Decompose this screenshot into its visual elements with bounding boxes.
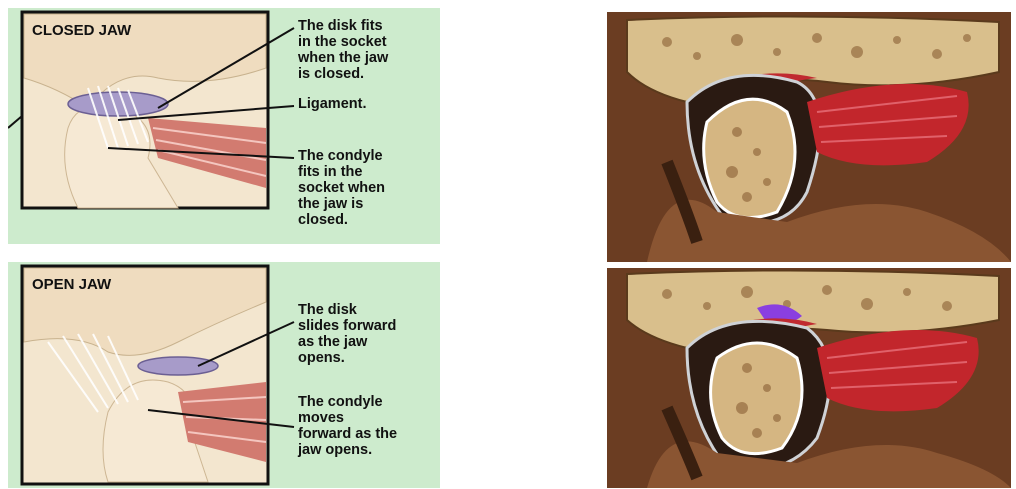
callout-ligament: Ligament. (298, 96, 366, 112)
callout-condyle-closed: The condyle fits in the socket when the … (298, 148, 385, 228)
closed-jaw-title: CLOSED JAW (32, 22, 131, 39)
callout-disk-closed: The disk fits in the socket when the jaw… (298, 18, 388, 82)
callout-condyle-open: The condyle moves forward as the jaw ope… (298, 394, 397, 458)
anatomy-closed-illustration (607, 12, 1011, 262)
open-jaw-panel: OPEN JAW The disk slides forward as the … (8, 262, 440, 488)
closed-jaw-panel: CLOSED JAW The disk fits in the socket w… (8, 8, 440, 244)
callout-disk-open: The disk slides forward as the jaw opens… (298, 302, 396, 366)
anatomy-closed-image (607, 12, 1011, 262)
anatomy-open-illustration (607, 268, 1011, 488)
anatomy-open-image (607, 268, 1011, 488)
open-jaw-title: OPEN JAW (32, 276, 111, 293)
